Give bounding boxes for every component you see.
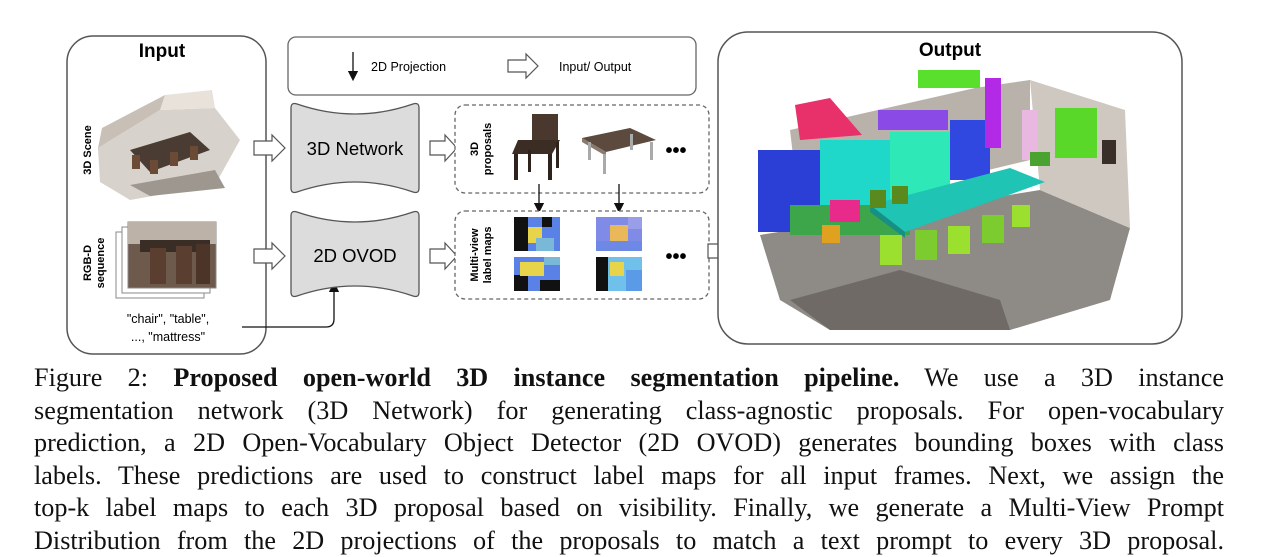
legend-io: Input/ Output xyxy=(559,60,632,74)
network-3d-label: 3D Network xyxy=(307,138,404,159)
caption-line-1-rest: We use a 3D instance xyxy=(924,363,1224,392)
network-ovod-block: 2D OVOD xyxy=(291,212,419,297)
labelmaps-box: Multi-view label maps xyxy=(455,211,709,299)
arrow-3dnet-to-proposals xyxy=(430,135,457,161)
caption-figure-number: Figure 2: xyxy=(34,363,148,392)
proposals-label-1: 3D xyxy=(469,142,481,156)
proposals-ellipsis: ••• xyxy=(665,140,686,162)
proposals-label-2: proposals xyxy=(482,123,494,176)
arrow-ovod-to-labelmaps xyxy=(430,243,457,269)
rgbd-frames xyxy=(116,222,216,298)
rgbd-label-2: sequence xyxy=(95,238,107,289)
label-map-1 xyxy=(514,217,560,251)
rgbd-label-1: RGB-D xyxy=(82,245,94,281)
caption-line-4: labels. These predictions are used to co… xyxy=(34,460,1224,493)
caption-line-3: prediction, a 2D Open-Vocabulary Object … xyxy=(34,427,1224,460)
label-map-4 xyxy=(596,257,642,291)
caption-line-5: top-k label maps to each 3D proposal bas… xyxy=(34,492,1224,525)
caption-bold-title: Proposed open-world 3D instance segmenta… xyxy=(173,363,899,392)
labelmaps-ellipsis: ••• xyxy=(665,246,686,268)
segmented-scene xyxy=(758,70,1130,330)
caption-line-2: segmentation network (3D Network) for ge… xyxy=(34,395,1224,428)
output-panel: Output xyxy=(718,32,1182,344)
legend-projection: 2D Projection xyxy=(371,60,446,74)
input-title: Input xyxy=(139,41,186,62)
label-map-3 xyxy=(514,257,560,291)
network-ovod-label: 2D OVOD xyxy=(313,245,396,266)
proposals-box: 3D proposals ••• xyxy=(455,105,709,193)
prompt-line-1: "chair", "table", xyxy=(127,312,209,326)
labelmaps-label-2: label maps xyxy=(482,227,494,284)
prompt-line-2: ..., "mattress" xyxy=(131,330,205,344)
labelmaps-label-1: Multi-view xyxy=(469,228,481,282)
caption-line-1: Figure 2: Proposed open-world 3D instanc… xyxy=(34,362,1224,395)
figure-caption: Figure 2: Proposed open-world 3D instanc… xyxy=(34,362,1224,557)
output-title: Output xyxy=(919,40,982,61)
network-3d-block: 3D Network xyxy=(291,104,419,193)
scene-label: 3D Scene xyxy=(82,125,94,175)
pipeline-diagram: Input 3D Scene RGB-D sequence "chai xyxy=(0,0,1267,360)
legend-box: 2D Projection Input/ Output xyxy=(288,37,696,95)
caption-line-6: Distribution from the 2D projections of … xyxy=(34,525,1224,557)
label-map-2 xyxy=(596,217,642,251)
input-panel: Input 3D Scene RGB-D sequence "chai xyxy=(67,36,266,354)
